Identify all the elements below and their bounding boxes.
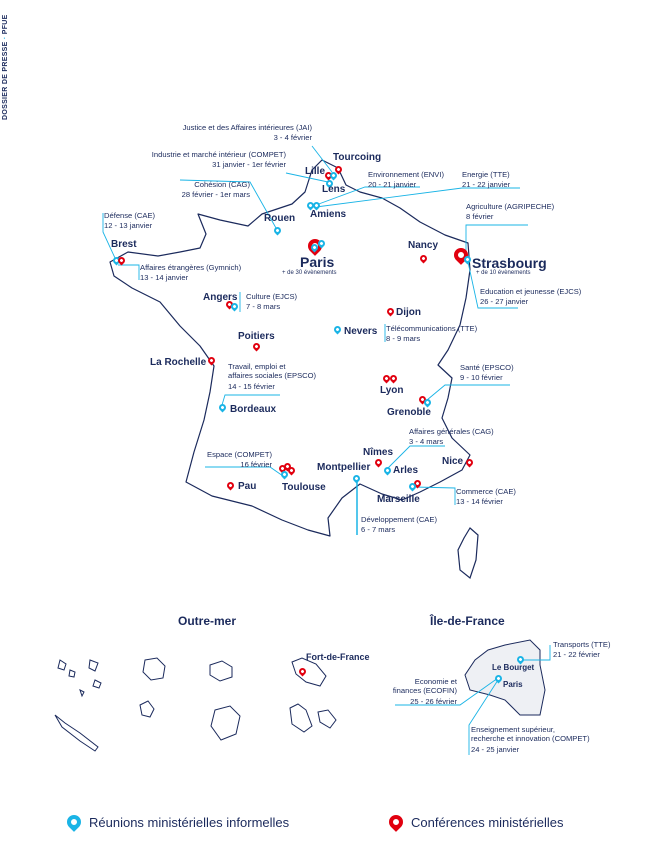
city-label-angers: Angers xyxy=(203,292,238,303)
event-sante: Santé (EPSCO)9 - 10 février xyxy=(460,363,514,382)
city-label-toulouse: Toulouse xyxy=(282,482,326,493)
event-education: Education et jeunesse (EJCS)26 - 27 janv… xyxy=(480,287,582,306)
event-transports: Transports (TTE)21 - 22 février xyxy=(553,640,611,659)
city-label-nimes: Nîmes xyxy=(363,447,394,458)
idf-title: Île-de-France xyxy=(430,614,505,628)
france-outline xyxy=(109,159,471,537)
city-label-rouen: Rouen xyxy=(264,213,296,224)
legend-conference-label: Conférences ministérielles xyxy=(411,815,564,830)
city-label-arles: Arles xyxy=(393,465,419,476)
city-label-brest: Brest xyxy=(111,239,137,250)
leader-lines xyxy=(102,145,551,755)
city-label-le-bourget: Le Bourget xyxy=(492,663,535,672)
event-jai: Justice et des Affaires intérieures (JAI… xyxy=(182,123,312,142)
event-gymnich: Affaires étrangères (Gymnich)13 - 14 jan… xyxy=(140,263,242,282)
idf-outline xyxy=(464,639,546,716)
city-label-nevers: Nevers xyxy=(344,326,378,337)
outre-mer-title: Outre-mer xyxy=(178,614,237,628)
event-espace: Espace (COMPET)16 février xyxy=(207,450,272,469)
city-label-idf-paris: Paris xyxy=(503,680,523,689)
event-energie: Energie (TTE)21 - 22 janvier xyxy=(462,170,511,189)
city-label-grenoble: Grenoble xyxy=(387,407,431,418)
overseas-outlines xyxy=(54,657,337,752)
city-label-dijon: Dijon xyxy=(396,307,421,318)
city-label-la-rochelle: La Rochelle xyxy=(150,357,207,368)
city-label-lyon: Lyon xyxy=(380,385,404,396)
city-label-nice: Nice xyxy=(442,456,464,467)
city-label-montpellier: Montpellier xyxy=(317,462,371,473)
event-agriculture: Agriculture (AGRIPECHE)8 février xyxy=(466,202,555,221)
legend-informal-label: Réunions ministérielles informelles xyxy=(89,815,290,830)
city-label-paris: Paris xyxy=(300,254,335,270)
city-label-fort-de-france: Fort-de-France xyxy=(306,652,370,662)
city-label-strasbourg: Strasbourg xyxy=(472,255,547,271)
event-developpement: Développement (CAE)6 - 7 mars xyxy=(361,515,437,534)
strasbourg-event-count: + de 10 évènements xyxy=(476,270,531,276)
city-label-bordeaux: Bordeaux xyxy=(230,404,277,415)
event-telecom: Télécommunications (TTE)8 - 9 mars xyxy=(386,324,478,343)
city-label-marseille: Marseille xyxy=(377,494,420,505)
event-compet-industrie: Industrie et marché intérieur (COMPET)31… xyxy=(151,150,286,169)
event-envi: Environnement (ENVI)20 - 21 janvier xyxy=(368,170,444,189)
event-affaires-generales: Affaires générales (CAG)3 - 4 mars xyxy=(409,427,494,446)
city-label-amiens: Amiens xyxy=(310,209,347,220)
event-defense: Défense (CAE)12 - 13 janvier xyxy=(104,211,156,230)
city-label-pau: Pau xyxy=(238,481,257,492)
city-label-poitiers: Poitiers xyxy=(238,331,275,342)
event-cag-cohesion: Cohésion (CAG)28 février - 1er mars xyxy=(181,180,250,199)
event-culture: Culture (EJCS)7 - 8 mars xyxy=(246,292,298,311)
city-label-tourcoing: Tourcoing xyxy=(333,152,382,163)
city-label-nancy: Nancy xyxy=(408,240,439,251)
event-recherche: Enseignement supérieur,recherche et inno… xyxy=(471,725,590,754)
corsica-outline xyxy=(457,527,479,580)
city-label-lens: Lens xyxy=(322,184,346,195)
event-commerce: Commerce (CAE)13 - 14 février xyxy=(456,487,516,506)
paris-event-count: + de 30 évènements xyxy=(282,270,337,276)
city-label-lille: Lille xyxy=(305,166,326,177)
